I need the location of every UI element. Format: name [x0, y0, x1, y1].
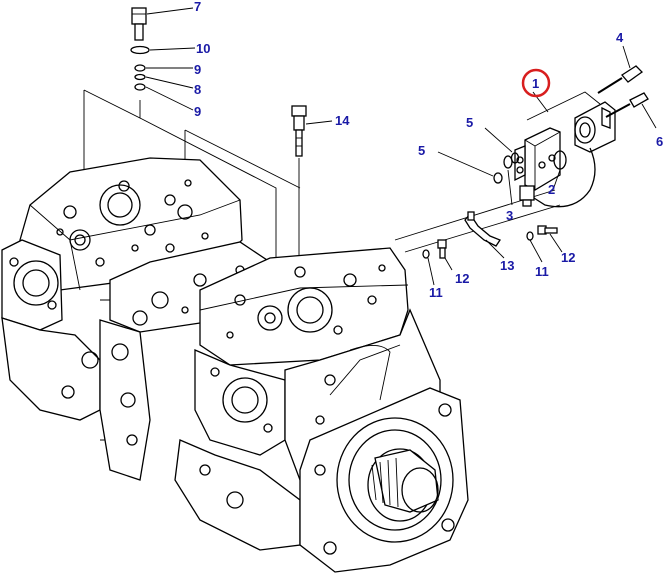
plug-part-14	[291, 105, 307, 157]
solenoid-valve-part-1	[514, 101, 616, 191]
callout-6: 6	[656, 134, 663, 149]
callout-3: 3	[506, 208, 513, 223]
washer-part-11a	[422, 249, 430, 259]
bolt-part-12a	[437, 239, 447, 259]
callout-14: 14	[335, 113, 350, 128]
washer-part-9a	[134, 64, 146, 72]
callout-8: 8	[194, 82, 201, 97]
washer-part-9b	[134, 83, 146, 91]
callout-highlight-ring	[521, 68, 551, 98]
bolt-part-7	[131, 7, 147, 41]
oring-part-3	[503, 155, 513, 169]
oring-part-10	[130, 45, 150, 55]
clamp-part-13	[464, 211, 501, 247]
callout-9b: 9	[194, 104, 201, 119]
callout-5a: 5	[466, 115, 473, 130]
oring-part-2	[553, 150, 567, 170]
oring-part-5b	[493, 172, 503, 184]
callout-4: 4	[616, 30, 624, 45]
hydraulic-pump-body	[1, 157, 469, 573]
bolt-part-6	[605, 92, 649, 118]
callout-12a: 12	[455, 271, 469, 286]
callout-2: 2	[548, 182, 555, 197]
callout-13: 13	[500, 258, 514, 273]
callout-12b: 12	[561, 250, 575, 265]
callout-9a: 9	[194, 62, 201, 77]
callout-7: 7	[194, 0, 201, 14]
oring-part-8	[134, 73, 146, 81]
callout-10: 10	[196, 41, 210, 56]
bolt-part-12b	[537, 225, 558, 235]
callout-1: 1	[532, 76, 539, 91]
callout-11b: 11	[535, 264, 549, 279]
callout-11a: 11	[429, 285, 443, 300]
oring-part-5a	[510, 152, 520, 164]
callout-5b: 5	[418, 143, 425, 158]
washer-part-11b	[526, 231, 534, 241]
wire-connector	[519, 147, 596, 208]
bolt-part-4	[597, 65, 644, 94]
